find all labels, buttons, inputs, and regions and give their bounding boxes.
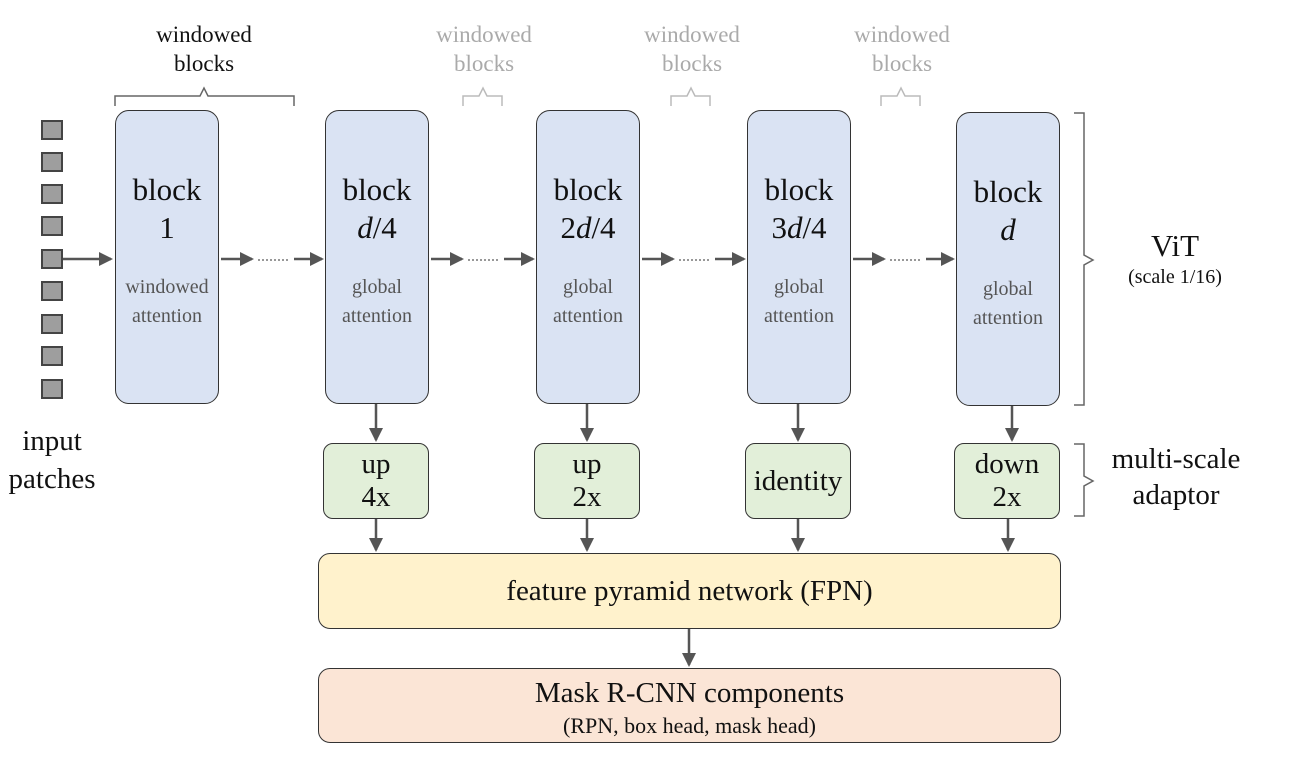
- input-patch: [41, 184, 63, 204]
- fpn-box: feature pyramid network (FPN): [318, 553, 1061, 629]
- windowed-blocks-label: windowed blocks: [414, 20, 554, 78]
- windowed-blocks-line1: windowed: [854, 22, 950, 47]
- vit-block-d-4: block d/4 global attention: [325, 110, 429, 404]
- windowed-blocks-line2: blocks: [871, 51, 933, 76]
- adaptor-to-fpn-arrows: [369, 519, 1015, 552]
- vit-scale: (scale 1/16): [1128, 266, 1222, 288]
- block-connectors: [221, 252, 955, 266]
- input-patches-label: input patches: [0, 422, 104, 498]
- vit-label: ViT (scale 1/16): [1110, 228, 1240, 290]
- input-patch: [41, 314, 63, 334]
- bracket-windowed-blocks-2: [462, 86, 503, 106]
- block-title: block 1: [132, 172, 202, 245]
- block-to-adaptor-arrows: [369, 404, 1019, 442]
- windowed-blocks-line1: windowed: [436, 22, 532, 47]
- input-patch: [41, 379, 63, 399]
- vit-title: ViT: [1150, 228, 1200, 263]
- windowed-blocks-label: windowed blocks: [134, 20, 274, 78]
- block-attention-type: global attention: [553, 276, 623, 327]
- windowed-blocks-label: windowed blocks: [622, 20, 762, 78]
- block-attention-type: windowed attention: [125, 276, 209, 327]
- adaptor-up-4x: up 4x: [323, 443, 429, 519]
- vit-block-1: block 1 windowed attention: [115, 110, 219, 404]
- block-attention-type: global attention: [342, 276, 412, 327]
- block-title: block 2d/4: [553, 172, 623, 245]
- adaptor-identity: identity: [745, 443, 851, 519]
- msa-line2: adaptor: [1132, 479, 1220, 511]
- windowed-blocks-line1: windowed: [644, 22, 740, 47]
- bracket-vit: [1074, 112, 1095, 406]
- input-patch: [41, 120, 63, 140]
- windowed-blocks-line2: blocks: [173, 51, 235, 76]
- fpn-label: feature pyramid network (FPN): [506, 574, 873, 607]
- input-label-line2: patches: [8, 463, 96, 495]
- block-title: block d: [973, 174, 1043, 247]
- bracket-windowed-blocks-1: [114, 86, 295, 106]
- input-patch: [41, 346, 63, 366]
- block-title: block 3d/4: [764, 172, 834, 245]
- msa-line1: multi-scale: [1111, 443, 1241, 475]
- input-patch: [41, 216, 63, 236]
- input-patch: [41, 281, 63, 301]
- mask-rcnn-box: Mask R-CNN components (RPN, box head, ma…: [318, 668, 1061, 743]
- bracket-windowed-blocks-3: [670, 86, 711, 106]
- block-attention-type: global attention: [764, 276, 834, 327]
- bracket-multi-scale-adaptor: [1074, 443, 1095, 517]
- mask-rcnn-subtitle: (RPN, box head, mask head): [563, 713, 816, 738]
- input-patch: [41, 152, 63, 172]
- bracket-windowed-blocks-4: [880, 86, 921, 106]
- input-patch: [41, 249, 63, 269]
- vit-block-d: block d global attention: [956, 112, 1060, 406]
- multi-scale-adaptor-label: multi-scale adaptor: [1096, 441, 1256, 513]
- windowed-blocks-line2: blocks: [661, 51, 723, 76]
- windowed-blocks-line1: windowed: [156, 22, 252, 47]
- windowed-blocks-line2: blocks: [453, 51, 515, 76]
- block-title: block d/4: [342, 172, 412, 245]
- adaptor-up-2x: up 2x: [534, 443, 640, 519]
- mask-rcnn-title: Mask R-CNN components: [534, 677, 845, 709]
- input-label-line1: input: [22, 425, 82, 457]
- windowed-blocks-label: windowed blocks: [832, 20, 972, 78]
- block-attention-type: global attention: [973, 278, 1043, 329]
- vit-block-3d-4: block 3d/4 global attention: [747, 110, 851, 404]
- adaptor-down-2x: down 2x: [954, 443, 1060, 519]
- vit-block-2d-4: block 2d/4 global attention: [536, 110, 640, 404]
